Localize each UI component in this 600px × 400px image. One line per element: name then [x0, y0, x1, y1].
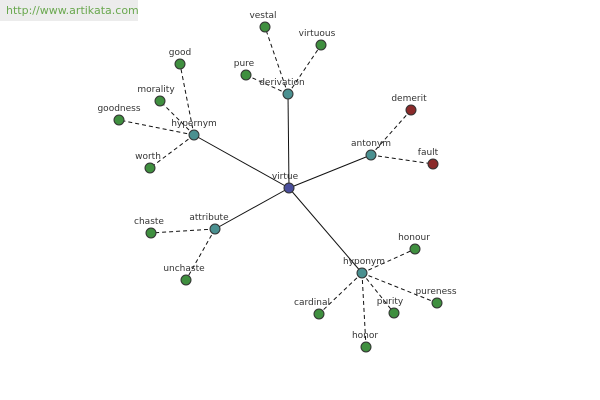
node-dot-good[interactable]: [174, 58, 186, 70]
node-dot-pureness[interactable]: [431, 297, 443, 309]
node-derivation[interactable]: derivation: [259, 78, 305, 100]
edge-hypernym-good: [179, 63, 195, 136]
edge-derivation-pure: [245, 74, 289, 95]
node-label-hyponym: hyponym: [343, 257, 385, 267]
node-dot-pure[interactable]: [240, 69, 252, 81]
node-dot-derivation[interactable]: [282, 88, 294, 100]
edge-antonym-fault: [370, 154, 434, 165]
node-virtue[interactable]: virtue: [272, 172, 299, 194]
node-dot-honour[interactable]: [409, 243, 421, 255]
node-label-fault: fault: [418, 148, 439, 158]
node-dot-chaste[interactable]: [145, 227, 157, 239]
node-label-goodness: goodness: [97, 104, 140, 114]
node-label-unchaste: unchaste: [163, 264, 205, 274]
node-dot-hyponym[interactable]: [356, 267, 368, 279]
node-honour[interactable]: honour: [398, 233, 430, 255]
node-cardinal[interactable]: cardinal: [294, 298, 330, 320]
edge-hypernym-worth: [149, 134, 195, 169]
edge-derivation-vestal: [264, 26, 289, 95]
url-banner: http://www.artikata.com: [0, 0, 139, 21]
edge-hyponym-cardinal: [318, 272, 363, 315]
edge-virtue-attribute: [214, 187, 290, 230]
node-dot-antonym[interactable]: [365, 149, 377, 161]
edge-attribute-unchaste: [185, 228, 216, 281]
node-hyponym[interactable]: hyponym: [343, 257, 385, 279]
node-label-morality: morality: [137, 85, 175, 95]
node-dot-goodness[interactable]: [113, 114, 125, 126]
node-purity[interactable]: purity: [377, 297, 404, 319]
edge-virtue-hyponym: [288, 187, 363, 274]
node-dot-virtuous[interactable]: [315, 39, 327, 51]
node-vestal[interactable]: vestal: [249, 11, 277, 33]
node-dot-morality[interactable]: [154, 95, 166, 107]
node-dot-unchaste[interactable]: [180, 274, 192, 286]
node-dot-virtue[interactable]: [283, 182, 295, 194]
node-goodness[interactable]: goodness: [97, 104, 141, 126]
node-label-demerit: demerit: [391, 94, 427, 104]
node-dot-attribute[interactable]: [209, 223, 221, 235]
node-dot-purity[interactable]: [388, 307, 400, 319]
node-pureness[interactable]: pureness: [415, 287, 457, 309]
edge-virtue-hypernym: [193, 134, 290, 189]
node-attribute[interactable]: attribute: [189, 213, 229, 235]
node-label-honor: honor: [352, 331, 378, 341]
node-label-virtue: virtue: [272, 172, 299, 182]
node-label-purity: purity: [377, 297, 404, 307]
node-label-attribute: attribute: [189, 213, 229, 223]
node-label-honour: honour: [398, 233, 430, 243]
edge-hyponym-honour: [361, 248, 416, 274]
node-label-hypernym: hypernym: [171, 119, 217, 129]
edge-hypernym-morality: [159, 100, 195, 136]
node-dot-demerit[interactable]: [405, 104, 417, 116]
node-label-derivation: derivation: [259, 78, 305, 88]
node-label-pure: pure: [234, 59, 255, 69]
node-dot-honor[interactable]: [360, 341, 372, 353]
node-worth[interactable]: worth: [135, 152, 161, 174]
edge-virtue-derivation: [287, 93, 290, 189]
node-chaste[interactable]: chaste: [134, 217, 164, 239]
node-dot-hypernym[interactable]: [188, 129, 200, 141]
node-label-vestal: vestal: [249, 11, 276, 21]
node-label-cardinal: cardinal: [294, 298, 330, 308]
edge-derivation-virtuous: [287, 44, 322, 95]
node-label-virtuous: virtuous: [299, 29, 336, 39]
node-unchaste[interactable]: unchaste: [163, 264, 205, 286]
edge-virtue-antonym: [288, 154, 372, 189]
node-dot-vestal[interactable]: [259, 21, 271, 33]
edge-hyponym-purity: [361, 272, 395, 314]
site-url-link[interactable]: http://www.artikata.com: [6, 4, 139, 17]
node-honor[interactable]: honor: [352, 331, 378, 353]
node-dot-cardinal[interactable]: [313, 308, 325, 320]
node-fault[interactable]: fault: [418, 148, 439, 170]
node-dot-fault[interactable]: [427, 158, 439, 170]
node-dot-worth[interactable]: [144, 162, 156, 174]
node-hypernym[interactable]: hypernym: [171, 119, 217, 141]
node-label-good: good: [169, 48, 191, 58]
node-label-pureness: pureness: [415, 287, 456, 297]
graph-nodes: good morality goodness worth vestal virtuous p…: [97, 11, 457, 353]
node-label-worth: worth: [135, 152, 161, 162]
node-label-antonym: antonym: [351, 139, 391, 149]
edge-antonym-demerit: [370, 109, 412, 156]
node-label-chaste: chaste: [134, 217, 164, 227]
node-pure[interactable]: pure: [234, 59, 255, 81]
edge-attribute-chaste: [150, 228, 216, 234]
node-antonym[interactable]: antonym: [351, 139, 391, 161]
node-virtuous[interactable]: virtuous: [299, 29, 336, 51]
edge-hyponym-honor: [361, 272, 367, 348]
edge-hypernym-goodness: [118, 119, 195, 136]
graph-edges: [118, 26, 438, 348]
node-demerit[interactable]: demerit: [391, 94, 427, 116]
node-good[interactable]: good: [169, 48, 191, 70]
node-morality[interactable]: morality: [137, 85, 175, 107]
